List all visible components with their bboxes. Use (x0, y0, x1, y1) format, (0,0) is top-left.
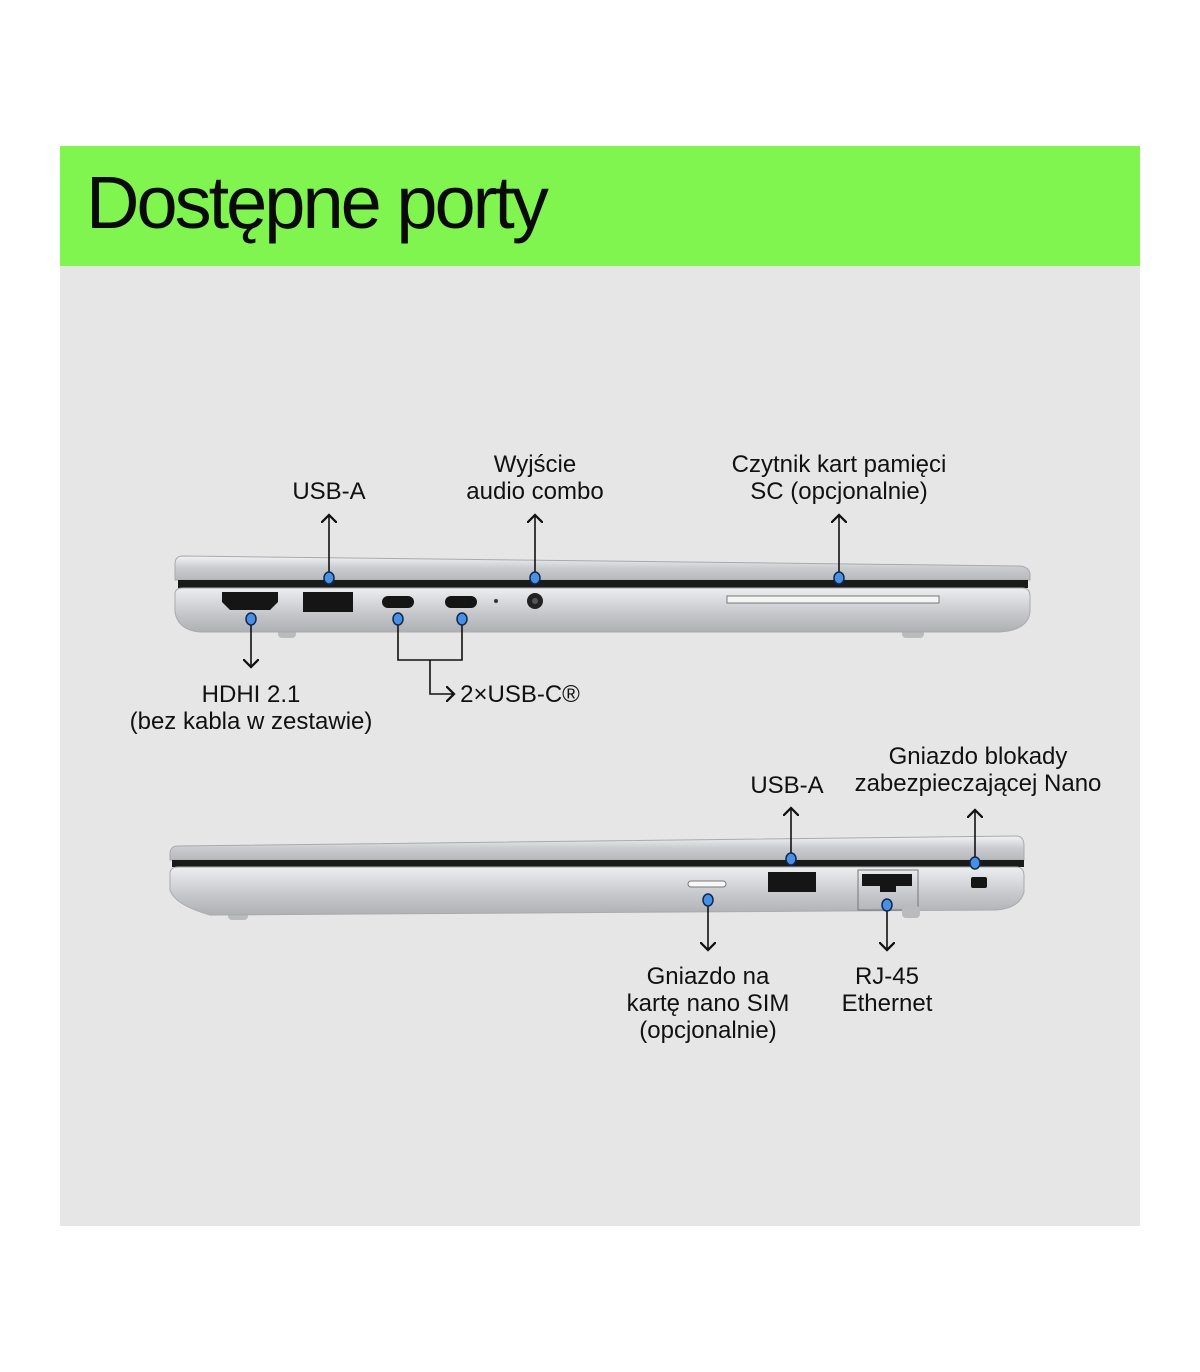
label-line: (bez kabla w zestawie) (129, 708, 373, 735)
page-title: Dostępne porty (86, 161, 549, 244)
lock-slot (971, 877, 987, 888)
label-line: kartę nano SIM (626, 990, 790, 1017)
label-usb-a-left: USB-A (292, 478, 365, 505)
label-line: Gniazdo blokady (888, 743, 1068, 770)
label-hdmi: HDHI 2.1(bez kabla w zestawie) (130, 681, 373, 735)
laptop-right-side (169, 835, 1025, 920)
sim-slot (687, 880, 727, 888)
callout-arrows (251, 515, 975, 950)
port-markers (245, 571, 981, 912)
usb-a-port (768, 872, 816, 892)
label-line: SC (opcjonalnie) (750, 478, 928, 505)
label-line: USB-A (750, 772, 824, 799)
title-banner (60, 146, 1140, 266)
label-usb-a-right: USB-A (750, 772, 823, 799)
rj45-port (862, 874, 912, 892)
card-reader-slot (726, 595, 940, 604)
laptop-left-side (174, 555, 1031, 638)
usb-c-port (382, 596, 414, 608)
label-line: audio combo (466, 478, 604, 505)
hdmi-port (222, 592, 278, 610)
usb-c-port (445, 596, 477, 608)
diagram-panel (60, 146, 1140, 1226)
label-line: Gniazdo na (646, 963, 770, 990)
label-line: HDHI 2.1 (201, 681, 301, 708)
label-line: Ethernet (841, 990, 933, 1017)
label-line: (opcjonalnie) (639, 1017, 777, 1044)
label-line: Wyjście (493, 451, 577, 478)
label-line: 2×USB-C® (460, 681, 580, 708)
label-line: zabezpieczającej Nano (854, 770, 1102, 797)
label-line: RJ-45 (854, 963, 920, 990)
usb-a-port (303, 592, 353, 612)
label-line: Czytnik kart pamięci (731, 451, 947, 478)
label-line: USB-A (292, 478, 366, 505)
label-usb-c: 2×USB-C® (460, 681, 580, 708)
